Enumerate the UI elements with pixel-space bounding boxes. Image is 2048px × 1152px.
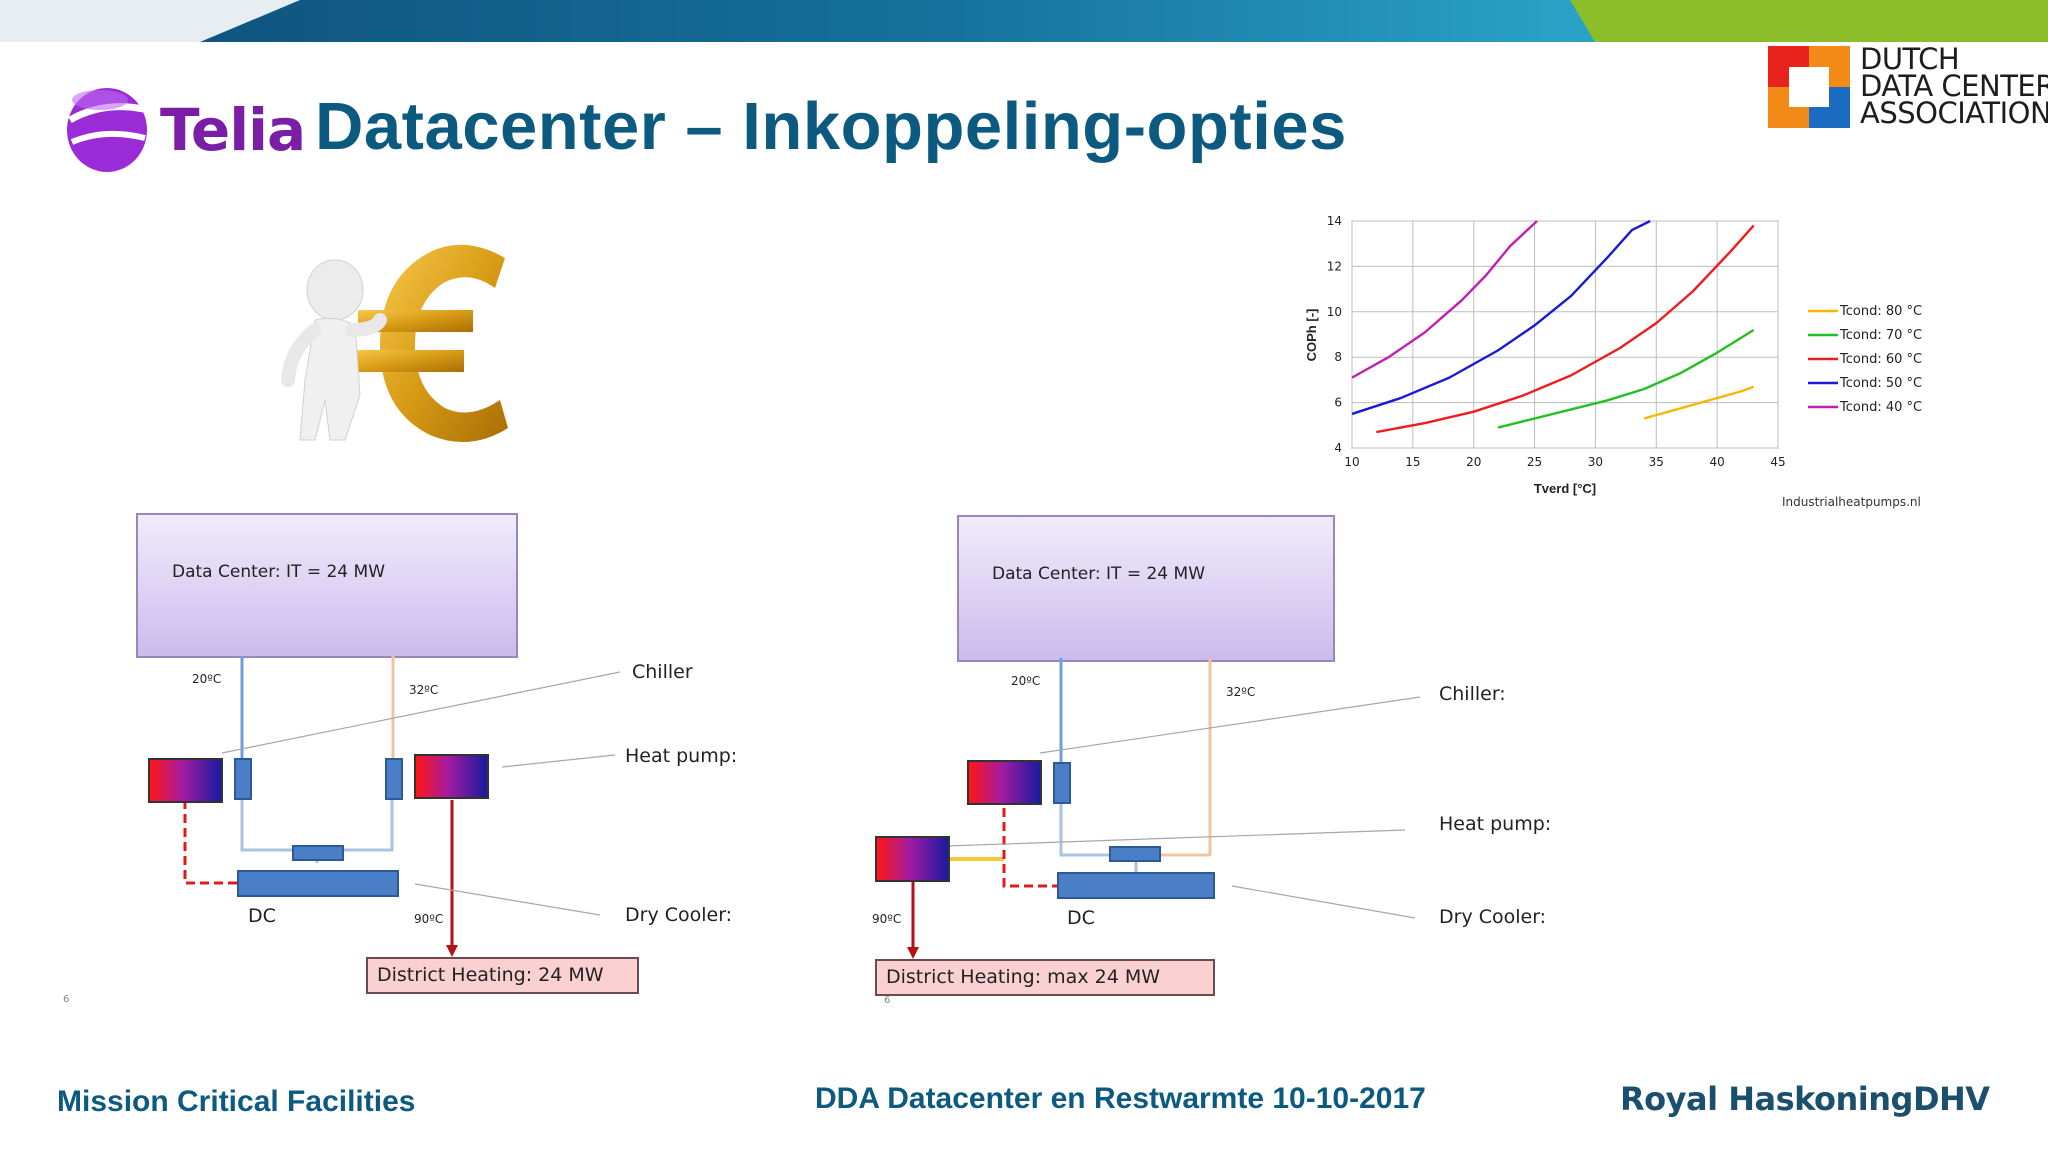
dda-logo-text: DUTCH DATA CENTER ASSOCIATION <box>1860 42 2048 130</box>
chart-series-line <box>1497 328 1755 429</box>
heatpump-unit-right <box>875 836 950 882</box>
dda-line-2: DATA CENTER <box>1860 69 2048 103</box>
heatpump-unit-left <box>414 754 489 799</box>
drycooler-label-right: Dry Cooler: <box>1439 906 1547 928</box>
chart-ytick-label: 6 <box>1334 396 1342 410</box>
chart-series-line <box>1351 220 1538 379</box>
cop-chart: 10 15 20 25 30 35 40 45 4 6 8 10 12 14 Tverd [°C] COP… <box>1304 214 1922 509</box>
chart-ytick-label: 10 <box>1327 305 1342 319</box>
chart-xtick-label: 10 <box>1344 455 1359 469</box>
chart-series-line <box>1351 219 1651 416</box>
chart-xtick-label: 25 <box>1527 455 1542 469</box>
dc-label-right: DC <box>1067 907 1095 929</box>
chart-xtick-label: 20 <box>1466 455 1481 469</box>
chart-plot-area <box>1351 220 1779 449</box>
dda-logo-icon <box>1768 46 1850 128</box>
district-heating-box-right: District Heating: max 24 MW <box>875 959 1215 996</box>
chart-ytick-label: 14 <box>1327 214 1342 228</box>
pump-right <box>1109 846 1161 862</box>
chart-xtick-label: 30 <box>1588 455 1603 469</box>
chart-series-line <box>1376 224 1755 434</box>
drycooler-label-left: Dry Cooler: <box>625 904 733 926</box>
chart-lines <box>1351 219 1755 434</box>
chart-xtick-label: 45 <box>1770 455 1785 469</box>
page-number-right: 6 <box>884 995 891 1006</box>
footer-left-text: Mission Critical Facilities <box>57 1085 416 1118</box>
chart-legend-label: Tcond: 60 °C <box>1839 352 1922 367</box>
heatpump-label-left: Heat pump: <box>625 745 738 767</box>
royal-haskoning-logo: Royal HaskoningDHV <box>1620 1080 1990 1118</box>
heatpump-label-right: Heat pump: <box>1439 813 1552 835</box>
top-banner <box>0 0 2048 42</box>
chart-legend-label: Tcond: 70 °C <box>1839 328 1922 343</box>
chart-series-line <box>1643 385 1755 420</box>
temp-out-left: 90ºC <box>414 912 444 926</box>
footer-center-text: DDA Datacenter en Restwarmte 10-10-2017 <box>815 1082 1426 1115</box>
chiller-unit-left <box>148 758 223 803</box>
datacenter-label-right: Data Center: IT = 24 MW <box>992 564 1206 584</box>
telia-logo-icon <box>67 88 149 172</box>
chart-ytick-label: 8 <box>1334 350 1342 364</box>
chart-xtick-label: 15 <box>1405 455 1420 469</box>
chiller-exchanger-left <box>234 758 252 800</box>
chart-xtick-label: 35 <box>1649 455 1664 469</box>
slide-title: Datacenter – Inkoppeling-opties <box>315 89 1347 164</box>
telia-logo-text: Telia <box>160 96 306 164</box>
chart-ytick-label: 4 <box>1334 441 1342 455</box>
chart-ytick-label: 12 <box>1327 259 1342 273</box>
euro-figure-illustration <box>281 244 508 443</box>
datacenter-label-left: Data Center: IT = 24 MW <box>172 562 386 582</box>
chart-ylabel: COPh [-] <box>1304 309 1319 362</box>
chart-legend-label: Tcond: 50 °C <box>1839 376 1922 391</box>
temp-return-right: 32ºC <box>1226 685 1256 699</box>
dc-label-left: DC <box>248 905 276 927</box>
dda-line-1: DUTCH <box>1860 42 1960 76</box>
dry-cooler-unit-left <box>237 870 399 897</box>
temp-return-left: 32ºC <box>409 683 439 697</box>
page-number-left: 6 <box>63 994 70 1005</box>
chiller-label-right: Chiller: <box>1439 683 1506 705</box>
temp-supply-right: 20ºC <box>1011 674 1041 688</box>
chart-legend: Tcond: 80 °C Tcond: 70 °C Tcond: 60 °C Tcon… <box>1808 304 1922 415</box>
heatpump-exchanger-left <box>385 758 403 800</box>
datacenter-box-right <box>957 515 1335 662</box>
chart-xtick-label: 40 <box>1710 455 1725 469</box>
chart-source: Industrialheatpumps.nl <box>1782 495 1921 509</box>
chiller-label-left: Chiller <box>632 661 693 683</box>
district-heating-box-left: District Heating: 24 MW <box>366 957 639 994</box>
chart-grid <box>1351 220 1779 449</box>
temp-supply-left: 20ºC <box>192 672 222 686</box>
chiller-unit-right <box>967 760 1042 805</box>
dry-cooler-unit-right <box>1057 872 1215 899</box>
temp-out-right: 90ºC <box>872 912 902 926</box>
chart-legend-label: Tcond: 40 °C <box>1839 400 1922 415</box>
chart-ticks: 10 15 20 25 30 35 40 45 4 6 8 10 12 14 <box>1327 214 1786 469</box>
pump-left <box>292 845 344 861</box>
chart-xlabel: Tverd [°C] <box>1534 481 1596 496</box>
dda-line-3: ASSOCIATION <box>1860 96 2048 130</box>
diagram-left-lines <box>183 656 621 957</box>
diagram-right-lines <box>907 658 1421 959</box>
chiller-exchanger-right <box>1053 762 1071 804</box>
chart-legend-label: Tcond: 80 °C <box>1839 304 1922 319</box>
datacenter-box-left <box>136 513 518 658</box>
